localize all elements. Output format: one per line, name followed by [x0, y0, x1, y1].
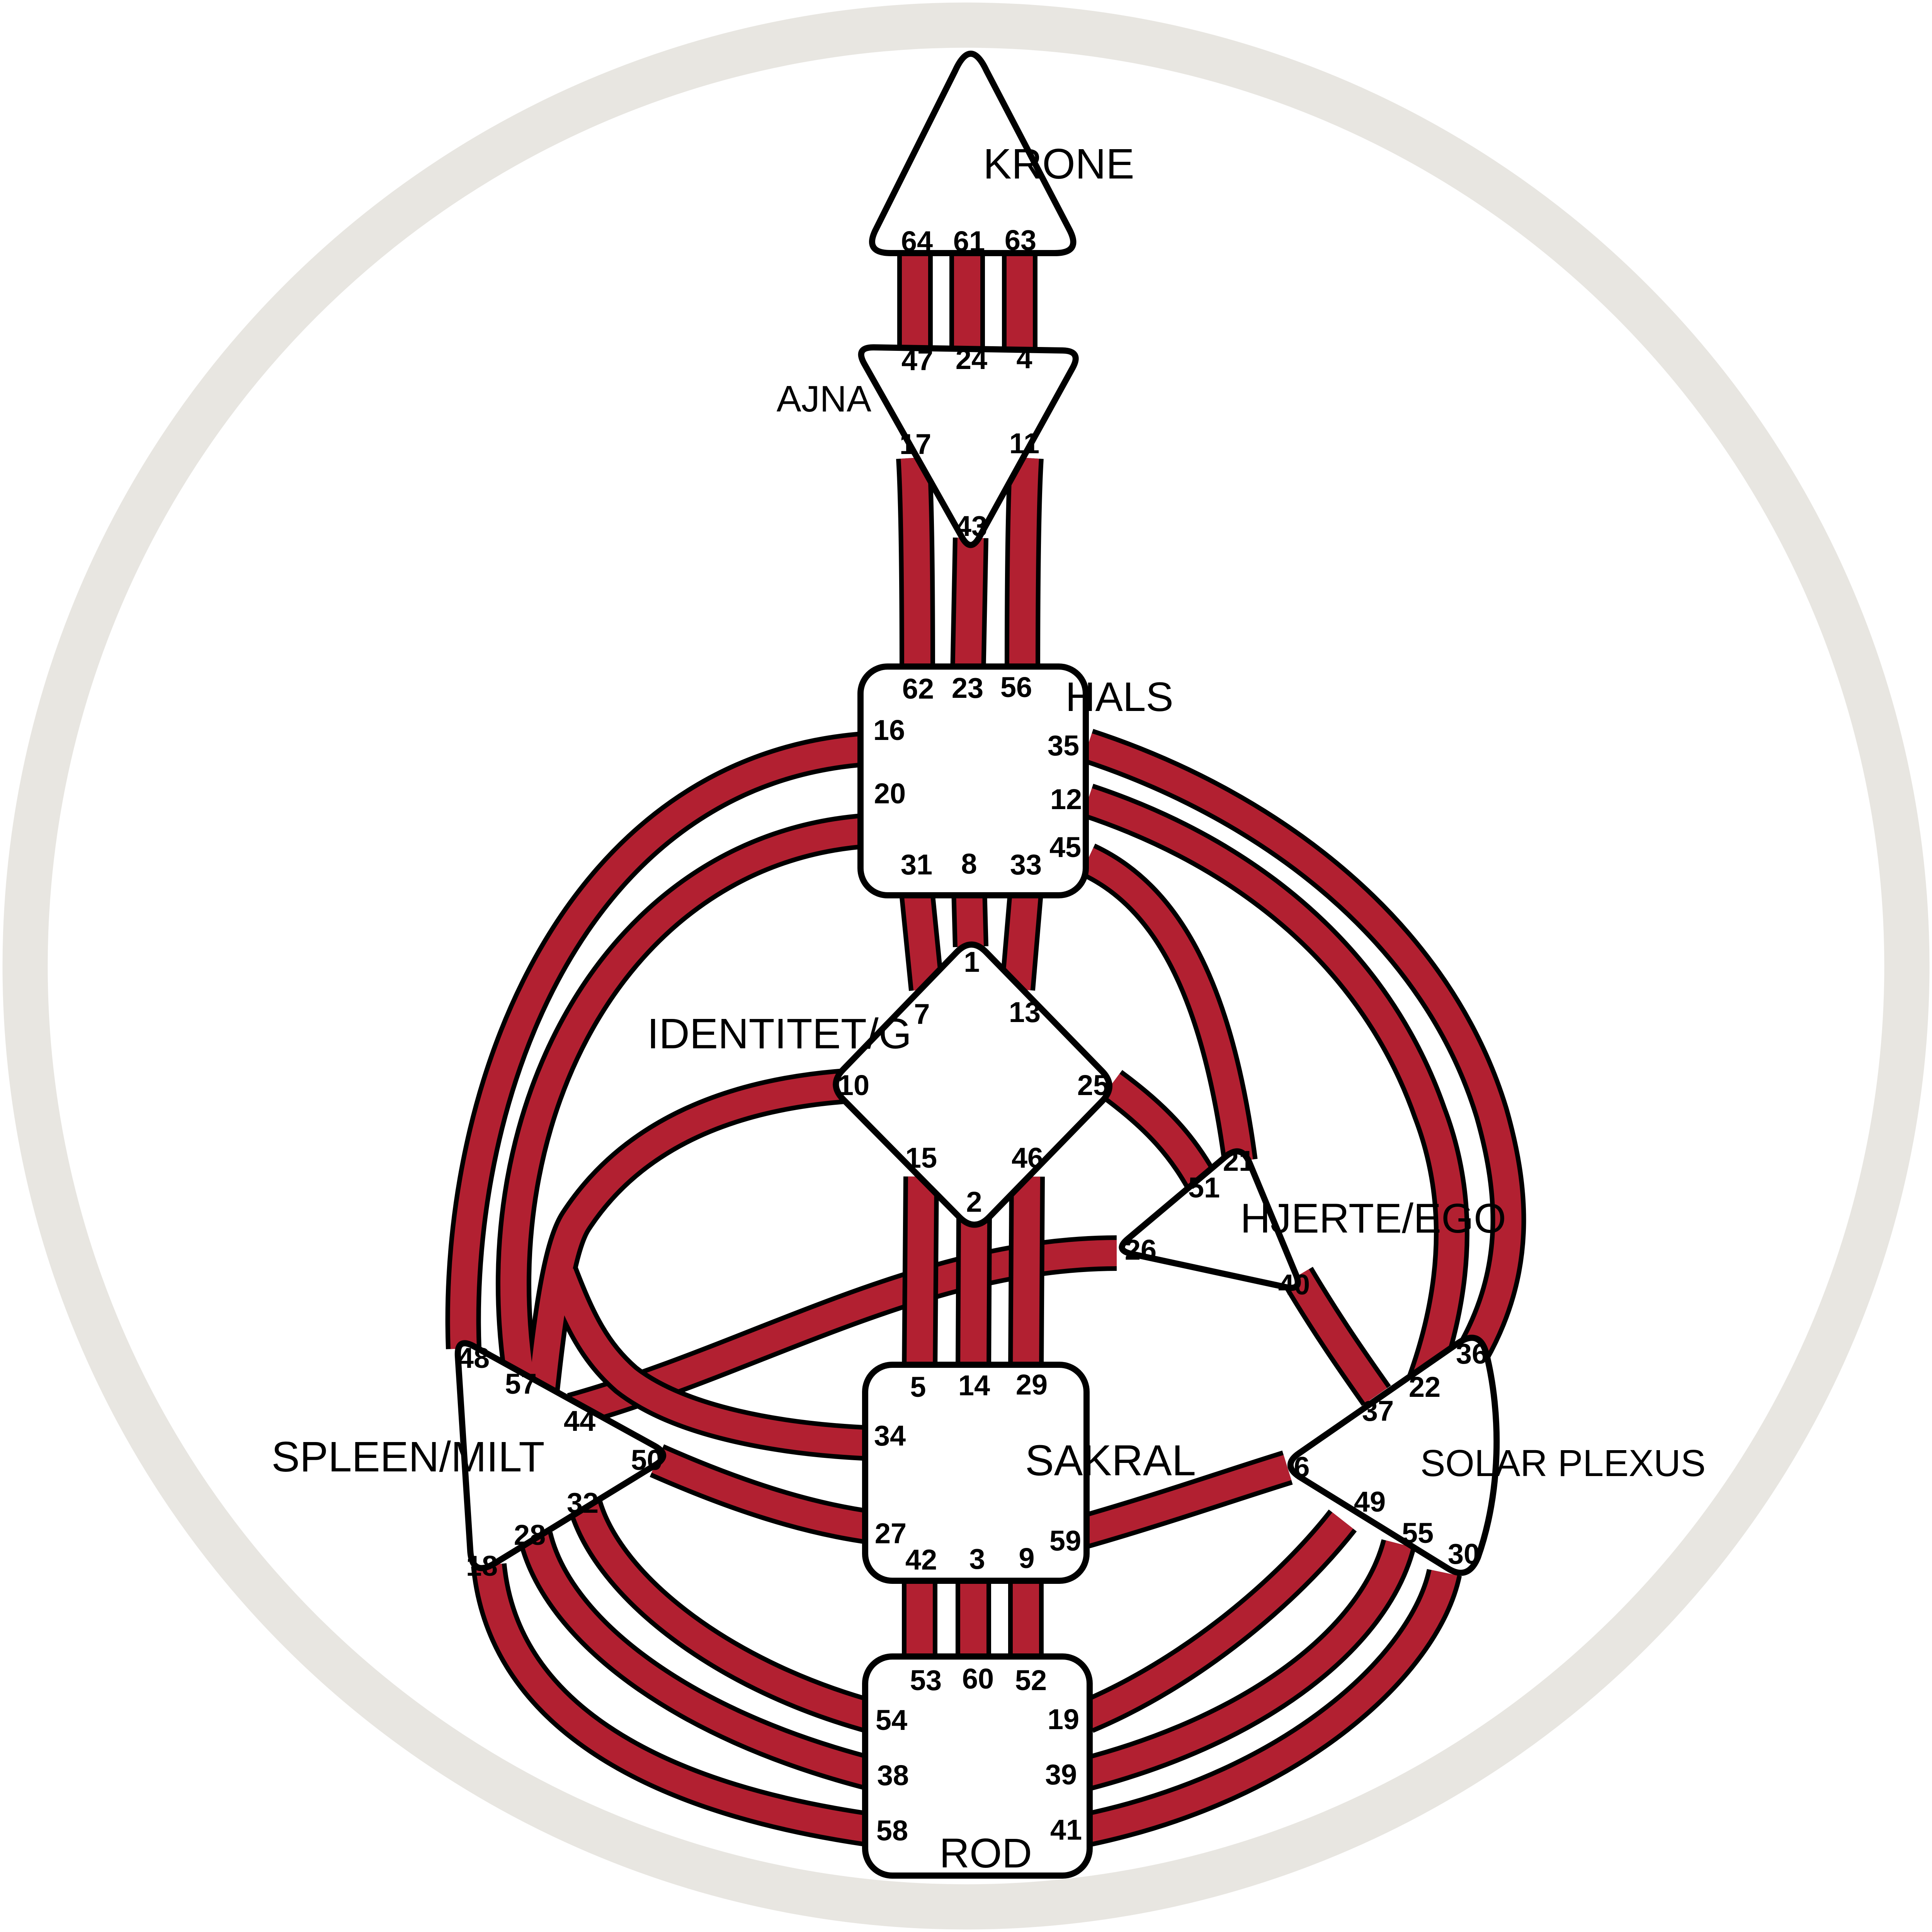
svg-text:23: 23 [952, 672, 983, 704]
svg-text:39: 39 [1045, 1759, 1077, 1791]
svg-text:HALS: HALS [1065, 673, 1173, 720]
svg-text:44: 44 [564, 1405, 595, 1437]
svg-text:24: 24 [956, 343, 987, 375]
svg-text:38: 38 [877, 1759, 909, 1791]
svg-text:AJNA: AJNA [777, 378, 871, 420]
svg-text:62: 62 [902, 673, 934, 705]
svg-text:46: 46 [1012, 1142, 1043, 1174]
svg-text:KRONE: KRONE [983, 140, 1134, 188]
svg-text:40: 40 [1278, 1269, 1310, 1301]
svg-text:42: 42 [905, 1544, 937, 1576]
svg-text:SAKRAL: SAKRAL [1025, 1436, 1196, 1485]
svg-text:36: 36 [1456, 1338, 1488, 1370]
svg-text:16: 16 [873, 714, 905, 746]
svg-text:43: 43 [956, 510, 987, 542]
svg-text:55: 55 [1402, 1517, 1434, 1549]
svg-text:6: 6 [1294, 1451, 1310, 1483]
svg-text:13: 13 [1009, 996, 1041, 1028]
svg-text:SOLAR PLEXUS: SOLAR PLEXUS [1420, 1442, 1706, 1484]
svg-text:32: 32 [567, 1487, 599, 1519]
svg-text:14: 14 [958, 1369, 990, 1401]
svg-text:57: 57 [505, 1368, 537, 1400]
svg-text:48: 48 [458, 1342, 490, 1374]
svg-text:SPLEEN/MILT: SPLEEN/MILT [271, 1433, 544, 1481]
svg-text:26: 26 [1125, 1234, 1156, 1266]
svg-text:7: 7 [914, 998, 930, 1030]
svg-text:52: 52 [1015, 1664, 1047, 1696]
svg-text:41: 41 [1050, 1814, 1082, 1846]
svg-text:33: 33 [1010, 849, 1042, 881]
svg-text:22: 22 [1409, 1371, 1440, 1403]
svg-text:19: 19 [1048, 1703, 1079, 1735]
svg-text:21: 21 [1223, 1145, 1255, 1177]
svg-text:35: 35 [1048, 730, 1079, 762]
svg-text:HJERTE/EGO: HJERTE/EGO [1240, 1195, 1506, 1242]
svg-text:58: 58 [876, 1815, 908, 1847]
svg-text:61: 61 [953, 225, 985, 257]
svg-text:10: 10 [838, 1069, 869, 1101]
svg-text:63: 63 [1005, 224, 1036, 256]
svg-text:59: 59 [1049, 1525, 1081, 1557]
svg-text:25: 25 [1077, 1069, 1109, 1101]
svg-text:17: 17 [900, 428, 931, 460]
svg-text:49: 49 [1354, 1486, 1386, 1518]
svg-text:9: 9 [1019, 1542, 1034, 1574]
svg-text:54: 54 [876, 1704, 907, 1736]
svg-text:47: 47 [901, 344, 933, 376]
svg-text:34: 34 [874, 1420, 906, 1452]
svg-text:1: 1 [964, 946, 980, 978]
svg-text:50: 50 [631, 1444, 663, 1476]
svg-text:2: 2 [966, 1186, 982, 1218]
svg-text:31: 31 [901, 849, 932, 881]
svg-text:51: 51 [1188, 1172, 1220, 1204]
svg-text:15: 15 [905, 1142, 937, 1174]
svg-text:37: 37 [1362, 1395, 1394, 1427]
svg-text:12: 12 [1050, 783, 1082, 815]
svg-text:64: 64 [901, 225, 933, 257]
svg-text:56: 56 [1000, 671, 1032, 703]
svg-text:53: 53 [910, 1664, 942, 1696]
svg-text:8: 8 [961, 848, 977, 880]
svg-text:4: 4 [1016, 342, 1032, 374]
svg-text:45: 45 [1049, 831, 1081, 863]
svg-text:29: 29 [1016, 1369, 1048, 1401]
svg-text:11: 11 [1009, 427, 1039, 459]
svg-text:27: 27 [875, 1517, 906, 1549]
svg-text:18: 18 [466, 1550, 498, 1582]
svg-text:60: 60 [962, 1663, 994, 1695]
svg-text:5: 5 [910, 1371, 926, 1403]
svg-text:30: 30 [1448, 1538, 1480, 1570]
svg-text:IDENTITET/G: IDENTITET/G [647, 1010, 912, 1058]
svg-text:28: 28 [514, 1519, 546, 1551]
svg-text:20: 20 [874, 777, 906, 810]
svg-text:3: 3 [969, 1543, 985, 1575]
svg-text:ROD: ROD [939, 1830, 1032, 1876]
